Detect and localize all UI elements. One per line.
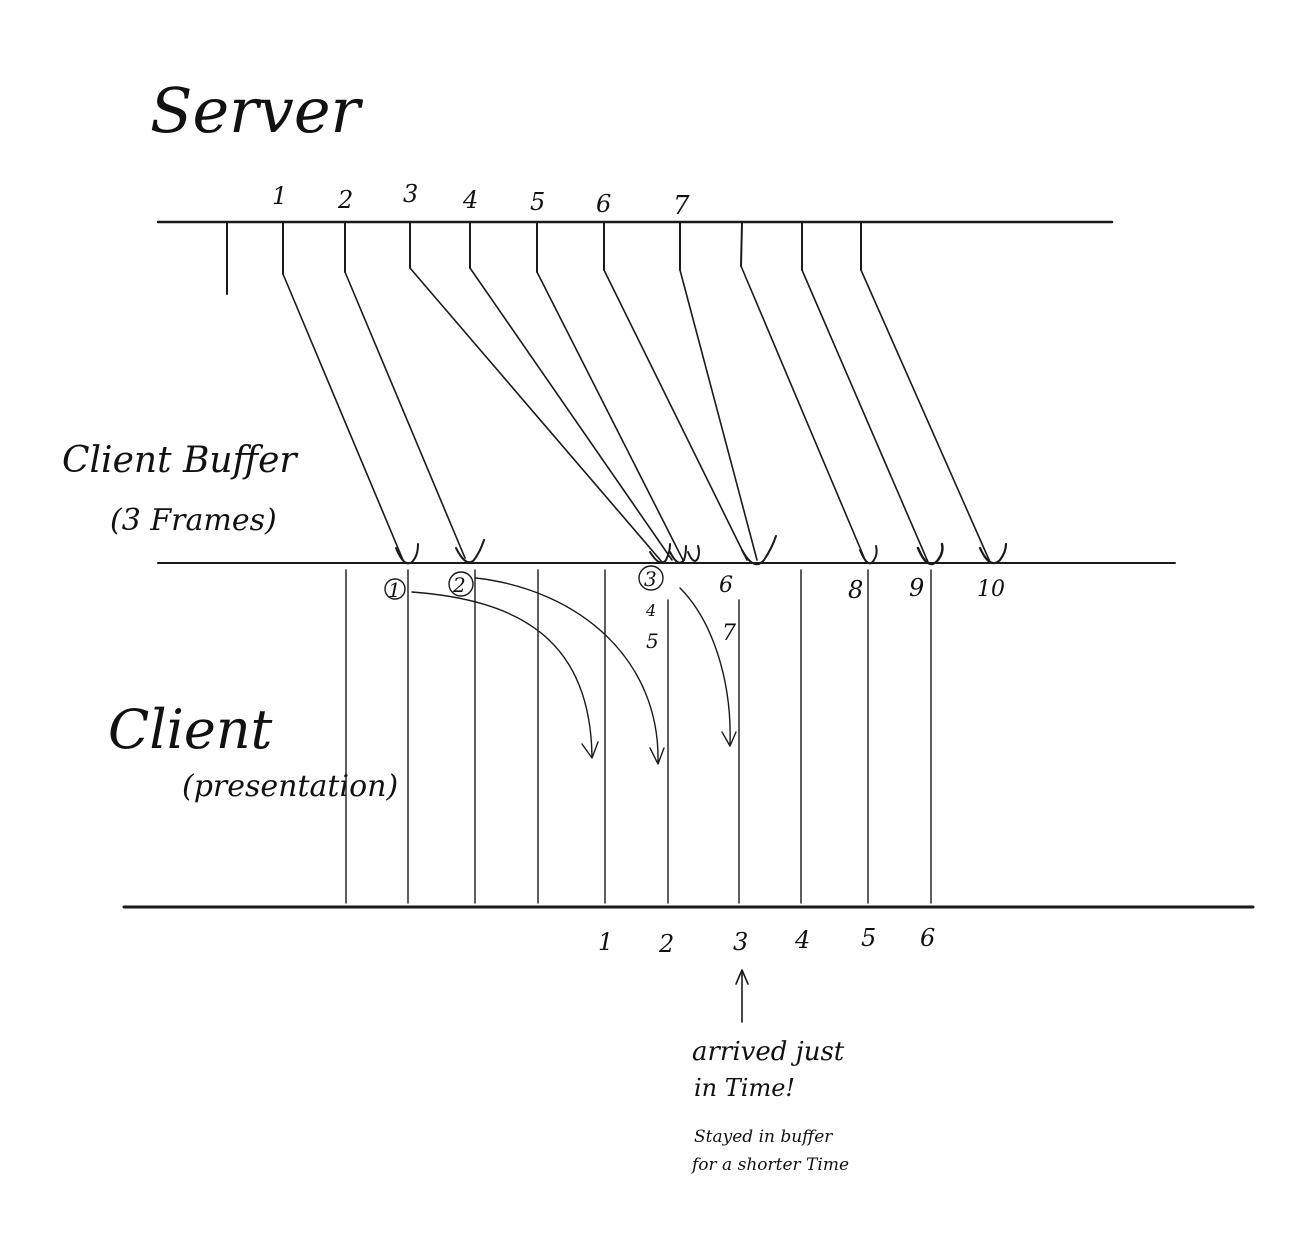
arrival-hook xyxy=(395,543,419,565)
arrival-hook xyxy=(455,539,485,564)
arrowhead xyxy=(735,969,749,985)
buffer-frame-label: 6 xyxy=(719,573,733,598)
buffer-frame-label: 5 xyxy=(646,629,659,653)
arrival-hook xyxy=(687,545,700,562)
annotation-line: Stayed in buffer xyxy=(694,1127,833,1147)
transmission-line xyxy=(860,269,991,563)
playback-arrows xyxy=(411,577,737,765)
presentation-frame-label: 6 xyxy=(920,924,935,952)
presentation-frame-labels: 1 2 3 4 5 6 xyxy=(598,924,935,958)
transmission-line xyxy=(344,271,466,559)
arrival-hook xyxy=(859,545,878,565)
playback-arrow xyxy=(475,577,659,763)
server-frame-label: 4 xyxy=(462,186,478,214)
annotation-note: arrived just in Time! Stayed in buffer f… xyxy=(690,1037,849,1175)
arrival-hook xyxy=(978,542,1008,565)
buffer-frame-label: 4 xyxy=(645,601,656,620)
playback-arrow xyxy=(411,591,593,757)
transmission-line xyxy=(679,269,758,561)
buffer-frame-labels: 1 2 3 4 5 6 7 8 9 10 xyxy=(384,565,1005,653)
arrival-hook xyxy=(649,543,671,564)
buffer-frame-label: 3 xyxy=(644,567,657,591)
arrival-hook xyxy=(669,545,687,564)
buffer-frame-label: 10 xyxy=(977,577,1005,602)
client-buffer-label: Client Buffer xyxy=(62,440,298,481)
arrival-hook xyxy=(916,542,944,566)
server-tick xyxy=(740,222,743,267)
transmission-line xyxy=(409,267,663,563)
server-frame-label: 2 xyxy=(337,186,353,214)
client-presentation-label: (presentation) xyxy=(182,769,398,804)
buffer-frame-circle xyxy=(384,578,406,600)
arrowhead xyxy=(581,741,599,759)
server-frame-labels: 1 2 3 4 5 6 7 xyxy=(272,180,690,221)
playback-arrow xyxy=(679,587,731,745)
buffer-frame-label: 8 xyxy=(848,576,863,604)
presentation-frame-label: 3 xyxy=(733,928,748,956)
transmission-line xyxy=(740,265,867,563)
buffer-frame-circle xyxy=(448,571,474,597)
presentation-frame-label: 4 xyxy=(794,926,810,954)
arrival-hooks xyxy=(395,535,1008,566)
server-frame-label: 3 xyxy=(403,180,418,208)
transmission-line xyxy=(282,273,404,561)
transmission-line xyxy=(801,269,929,563)
arrowhead xyxy=(649,747,665,765)
transmission-lines xyxy=(282,265,991,563)
buffer-frame-label: 7 xyxy=(722,621,736,646)
presentation-interval-lines xyxy=(345,569,932,904)
transmission-line xyxy=(536,271,684,561)
server-frame-label: 7 xyxy=(673,191,690,221)
annotation-line: arrived just xyxy=(692,1037,845,1067)
annotation-arrow xyxy=(735,969,749,1023)
client-label: Client xyxy=(108,698,273,761)
transmission-line xyxy=(469,267,673,561)
arrowhead xyxy=(721,731,737,747)
buffer-frame-circle xyxy=(638,565,664,591)
client-buffer-size-label: (3 Frames) xyxy=(110,503,277,538)
buffer-frame-label: 2 xyxy=(452,573,466,597)
server-ticks xyxy=(226,222,862,295)
presentation-frame-label: 2 xyxy=(658,930,674,958)
server-frame-label: 5 xyxy=(530,188,545,216)
server-frame-label: 6 xyxy=(596,190,611,218)
arrival-hook xyxy=(741,535,777,566)
presentation-frame-label: 1 xyxy=(598,928,613,956)
buffer-frame-label: 1 xyxy=(388,578,401,602)
buffer-frame-label: 9 xyxy=(909,574,924,602)
server-label: Server xyxy=(150,74,364,147)
presentation-frame-label: 5 xyxy=(861,924,876,952)
annotation-line: for a shorter Time xyxy=(690,1155,849,1175)
transmission-line xyxy=(603,269,748,561)
annotation-line: in Time! xyxy=(694,1074,795,1102)
server-frame-label: 1 xyxy=(272,182,287,210)
